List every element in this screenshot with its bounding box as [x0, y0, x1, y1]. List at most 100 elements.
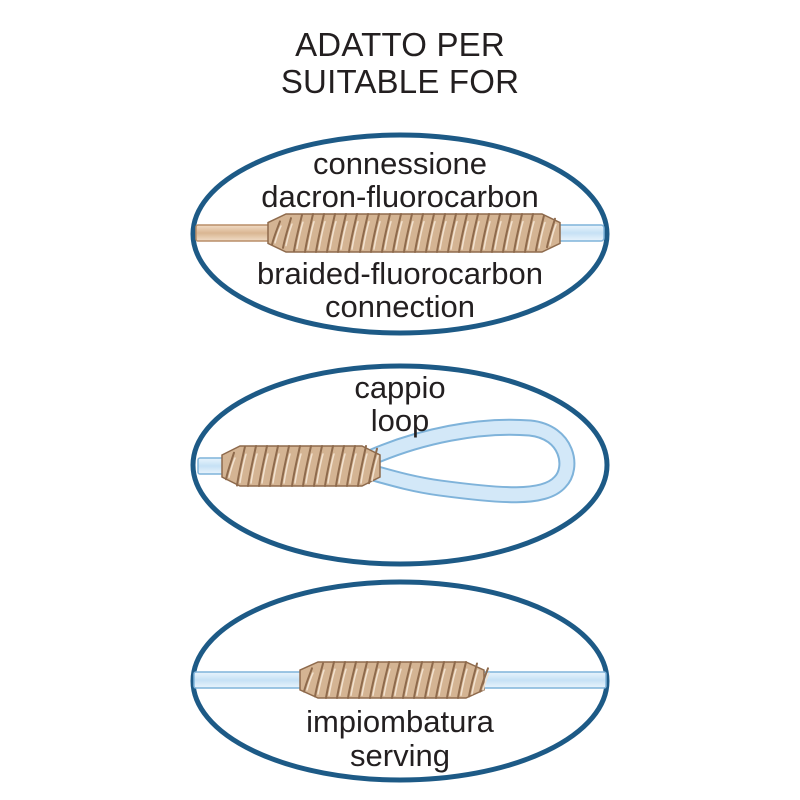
braid-wrap — [302, 445, 312, 487]
braid-wrap — [313, 445, 323, 487]
braid-highlight — [460, 668, 468, 697]
braid-highlight — [239, 453, 247, 484]
braid-wrap — [403, 213, 413, 253]
braid-highlight — [516, 220, 524, 250]
braid-highlight — [328, 668, 336, 697]
braid-highlight — [482, 672, 490, 691]
heading-italian: ADATTO PER — [295, 26, 505, 63]
braid-wrap — [335, 445, 345, 487]
braid-highlight — [471, 669, 479, 695]
braid-wrap — [380, 661, 390, 699]
braid-highlight — [417, 220, 425, 250]
braid-wrap — [347, 661, 357, 699]
braid-highlight — [350, 668, 358, 697]
braid-highlight — [305, 453, 313, 484]
braid-highlight — [250, 453, 258, 484]
braid-highlight — [439, 220, 447, 250]
braid-highlight — [438, 668, 446, 697]
braid-wrap — [348, 213, 358, 253]
braid-highlight — [405, 668, 413, 697]
braid-wrap — [258, 445, 268, 487]
braid-highlight — [360, 453, 368, 484]
braid-highlight — [383, 668, 391, 697]
braid-wrap — [535, 214, 545, 252]
braid-wrap — [402, 661, 412, 699]
braid-highlight — [494, 220, 502, 250]
label-connessione: connessione — [312, 146, 488, 181]
braid-highlight — [327, 453, 335, 484]
label-connection: connection — [325, 289, 475, 324]
braid-wrap — [458, 213, 468, 253]
braid-highlight — [549, 223, 557, 246]
heading-english: SUITABLE FOR — [280, 63, 520, 100]
braid-wraps — [299, 661, 490, 699]
braid-wrap — [325, 661, 335, 699]
braid-highlight — [296, 221, 304, 250]
braid-highlight — [338, 453, 346, 484]
braid-wrap — [369, 661, 379, 699]
braid-wrap — [357, 445, 367, 487]
braid-wrap — [457, 661, 467, 699]
braid-wrap — [359, 213, 369, 253]
braid-highlight — [416, 668, 424, 697]
braid-highlight — [316, 453, 324, 484]
braid-highlight — [384, 220, 392, 250]
braid-wrap — [446, 661, 456, 699]
braid-highlight — [373, 220, 381, 250]
braid-wrap — [447, 213, 457, 253]
braid-wrap — [280, 445, 290, 487]
braid-highlight — [361, 668, 369, 697]
braid-wrap — [271, 220, 281, 246]
braid-highlight — [351, 220, 359, 250]
braid-highlight — [294, 453, 302, 484]
braid-highlight — [371, 454, 379, 482]
braid-wrap — [381, 213, 391, 253]
braid-wrap — [269, 445, 279, 487]
braid-wrap — [413, 661, 423, 699]
panel-loop — [190, 363, 610, 567]
braid-wrap — [513, 213, 523, 253]
label-cappio: cappio — [354, 370, 446, 405]
panel-serving — [190, 579, 610, 783]
braid-highlight — [505, 220, 513, 250]
braid-body — [221, 445, 381, 487]
braid-highlight — [406, 220, 414, 250]
braid-wrap — [436, 213, 446, 253]
braid-wrap — [291, 445, 301, 487]
braid-highlight — [261, 453, 269, 484]
braid-wrap — [314, 662, 324, 698]
braid-wrap — [425, 213, 435, 253]
braid-highlight — [285, 223, 293, 247]
braid-highlight — [228, 457, 236, 479]
braid-highlight — [318, 220, 326, 250]
braid-wrap — [491, 213, 501, 253]
braid-highlight — [472, 220, 480, 250]
braid-highlight — [538, 221, 546, 249]
braid-highlight — [449, 668, 457, 697]
braid-wrap — [502, 213, 512, 253]
braid-wrap — [304, 213, 314, 253]
braid-wrap — [392, 213, 402, 253]
braid-wrap — [435, 661, 445, 699]
braid-wrap — [282, 217, 292, 249]
braid-highlight — [461, 220, 469, 250]
braid-highlight — [527, 220, 535, 250]
braid-wrap — [225, 451, 235, 481]
braid-highlight — [272, 453, 280, 484]
braid-wrap — [468, 662, 478, 698]
braid-highlight — [395, 220, 403, 250]
braid-highlight — [428, 220, 436, 250]
braid-wrap — [546, 217, 556, 249]
label-dacron-fluorocarbon: dacron-fluorocarbon — [261, 179, 539, 214]
braid-highlight — [307, 220, 315, 250]
label-serving: serving — [350, 738, 450, 773]
braid-highlight — [274, 225, 282, 244]
braid-highlight — [339, 668, 347, 697]
braid-highlight — [317, 669, 325, 695]
braid-wrap — [324, 445, 334, 487]
braid-highlight — [340, 220, 348, 250]
braid-highlight — [394, 668, 402, 697]
braid-wraps — [221, 445, 381, 487]
